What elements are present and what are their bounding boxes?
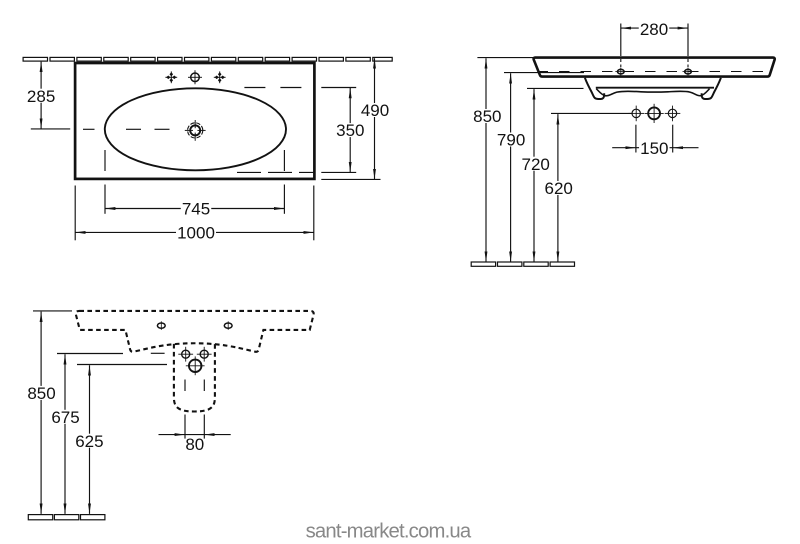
svg-text:790: 790 <box>497 131 525 150</box>
svg-text:745: 745 <box>182 200 210 219</box>
svg-text:720: 720 <box>522 155 550 174</box>
svg-text:150: 150 <box>640 139 668 158</box>
svg-text:625: 625 <box>75 432 103 451</box>
svg-text:280: 280 <box>640 20 668 39</box>
svg-text:sant-market.com.ua: sant-market.com.ua <box>306 521 472 543</box>
svg-text:675: 675 <box>51 408 79 427</box>
svg-text:1000: 1000 <box>177 224 215 243</box>
svg-text:620: 620 <box>545 179 573 198</box>
svg-text:80: 80 <box>185 435 204 454</box>
svg-text:850: 850 <box>27 384 55 403</box>
svg-text:285: 285 <box>27 87 55 106</box>
svg-text:490: 490 <box>361 101 389 120</box>
svg-text:350: 350 <box>336 121 364 140</box>
svg-text:850: 850 <box>473 107 501 126</box>
